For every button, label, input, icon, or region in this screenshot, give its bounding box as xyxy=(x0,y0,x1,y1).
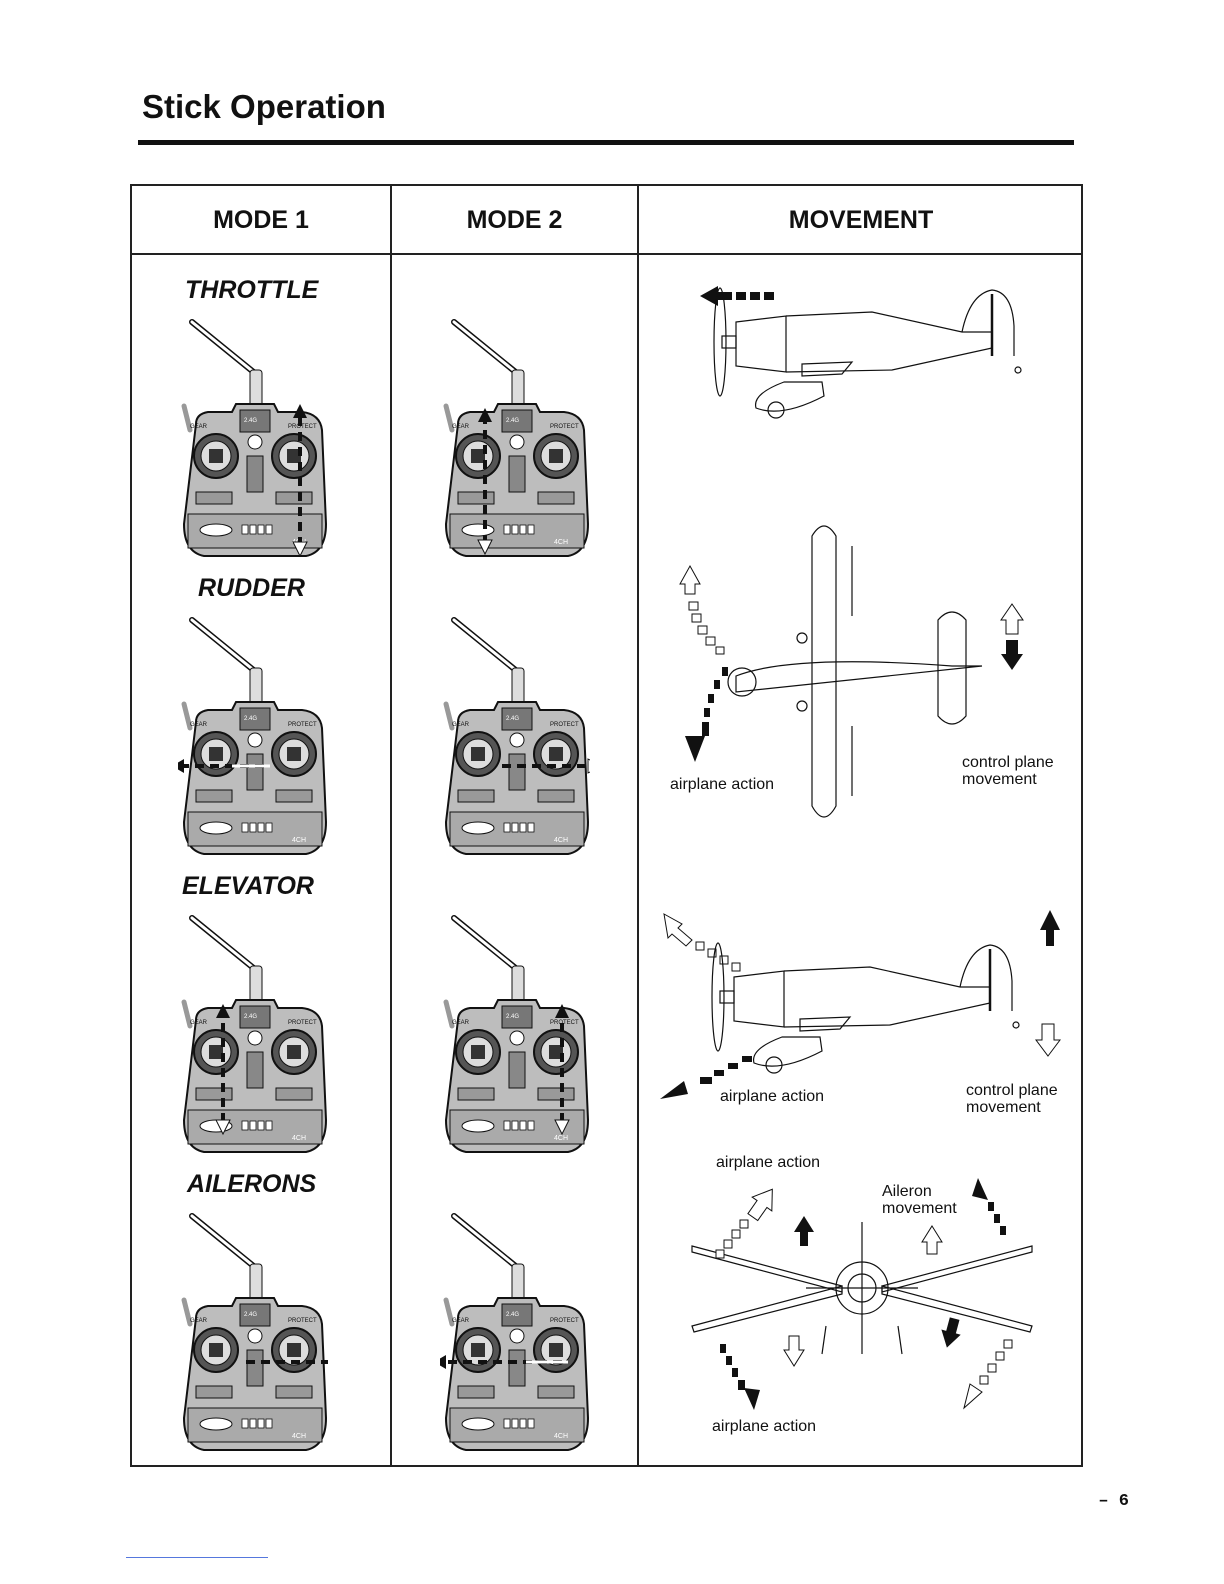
column-header-mode-2: MODE 2 xyxy=(392,206,637,235)
title-rule xyxy=(138,140,1074,145)
transmitter-mode2-throttle xyxy=(440,318,590,568)
transmitter-rudder-left-horizontal-icon xyxy=(178,616,328,866)
transmitter-elevator-right-vertical-icon xyxy=(440,914,590,1164)
movement-throttle xyxy=(692,286,1052,436)
page-title: Stick Operation xyxy=(142,88,386,126)
row-label-elevator: ELEVATOR xyxy=(182,872,314,901)
elevator-airplane-action-caption: airplane action xyxy=(720,1088,824,1105)
header-divider xyxy=(132,253,1081,255)
elevator-control-plane-caption-line2: movement xyxy=(966,1099,1041,1116)
column-header-mode-1: MODE 1 xyxy=(132,206,390,235)
footer-link-underline xyxy=(126,1557,268,1558)
transmitter-mode1-throttle xyxy=(178,318,328,568)
row-label-ailerons: AILERONS xyxy=(187,1170,316,1199)
transmitter-throttle-left-vertical-icon xyxy=(440,318,590,568)
column-header-movement: MOVEMENT xyxy=(639,206,1083,235)
transmitter-elevator-left-vertical-icon xyxy=(178,914,328,1164)
transmitter-ailerons-left-horizontal-icon xyxy=(440,1212,590,1462)
column-divider xyxy=(390,186,392,1465)
airplane-front-view-roll-icon xyxy=(682,1176,1042,1436)
page-number: – 6 xyxy=(1098,1492,1129,1511)
transmitter-mode1-rudder xyxy=(178,616,328,866)
rudder-airplane-action-caption: airplane action xyxy=(670,776,774,793)
rudder-control-plane-caption-line1: control plane xyxy=(962,754,1054,771)
transmitter-mode1-elevator xyxy=(178,914,328,1164)
ailerons-airplane-action-caption-bottom: airplane action xyxy=(712,1418,816,1435)
transmitter-mode1-ailerons xyxy=(178,1212,328,1462)
transmitter-throttle-right-vertical-icon xyxy=(178,318,328,568)
row-label-rudder: RUDDER xyxy=(198,574,305,603)
transmitter-mode2-ailerons xyxy=(440,1212,590,1462)
transmitter-mode2-rudder xyxy=(440,616,590,866)
airplane-side-view-forward-icon xyxy=(692,286,1052,436)
elevator-control-plane-caption-line1: control plane xyxy=(966,1082,1058,1099)
column-divider xyxy=(637,186,639,1465)
rudder-control-plane-caption-line2: movement xyxy=(962,771,1037,788)
transmitter-ailerons-right-horizontal-icon xyxy=(178,1212,328,1462)
aileron-movement-caption-line2: movement xyxy=(882,1200,957,1217)
ailerons-airplane-action-caption-top: airplane action xyxy=(716,1154,820,1171)
transmitter-rudder-right-horizontal-icon xyxy=(440,616,590,866)
row-label-throttle: THROTTLE xyxy=(185,276,318,305)
movement-ailerons xyxy=(682,1176,1042,1436)
stick-operation-table: MODE 1 MODE 2 MOVEMENT THROTTLE RUDDER E… xyxy=(130,184,1083,1467)
transmitter-mode2-elevator xyxy=(440,914,590,1164)
aileron-movement-caption-line1: Aileron xyxy=(882,1183,932,1200)
